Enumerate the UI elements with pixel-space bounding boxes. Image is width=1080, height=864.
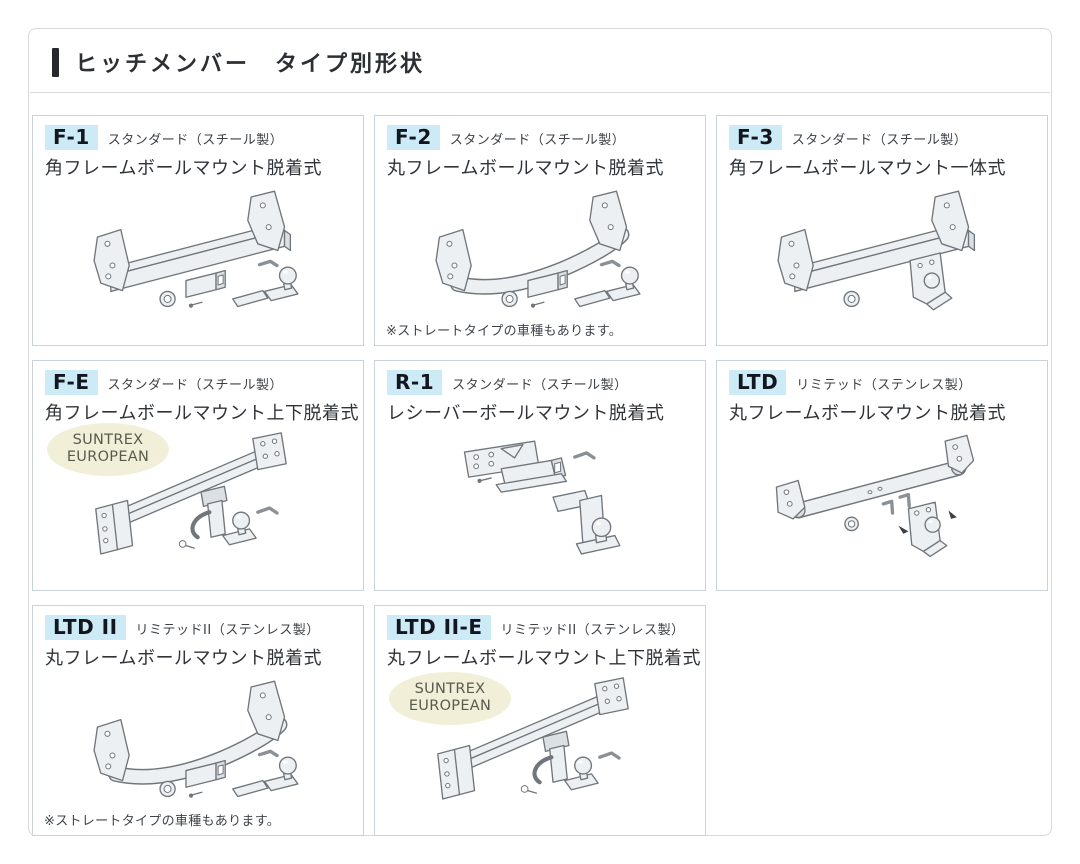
panel-header: F-2 スタンダード（スチール製） [387,125,694,150]
type-code-badge: LTD [729,370,787,395]
type-name: 丸フレームボールマウント上下脱着式 [387,648,701,669]
type-grade: スタンダード（スチール製） [452,378,628,393]
type-grade: スタンダード（スチール製） [449,133,626,148]
type-grade: リミテッドII（ステンレス製） [500,623,685,638]
type-code-badge: F-3 [729,125,782,150]
type-code-badge: F-2 [387,125,440,150]
panel-header: LTD リミテッド（ステンレス製） [729,370,1036,395]
type-name: 角フレームボールマウント一体式 [729,158,1006,179]
header-accent-bar [52,47,59,77]
receiver-ball-mount-illustration [462,439,622,556]
panel-header: F-3 スタンダード（スチール製） [729,125,1036,150]
panel-header: R-1 スタンダード（スチール製） [387,370,694,395]
type-code-badge: LTD II [45,615,126,640]
panel-r1: R-1 スタンダード（スチール製） レシーバーボールマウント脱着式 [374,360,706,591]
square-frame-detachable-illustration [45,182,352,324]
panel-f1: F-1 スタンダード（スチール製） 角フレームボールマウント脱着式 [32,115,364,346]
straight-type-note: ※ストレートタイプの車種もあります。 [386,320,622,339]
type-grade: リミテッドII（ステンレス製） [135,623,320,638]
type-grade: スタンダード（スチール製） [107,378,284,393]
round-tube-detachable-illustration [729,427,1036,569]
type-grid: F-1 スタンダード（スチール製） 角フレームボールマウント脱着式 F-2 スタ… [30,93,1050,842]
panel-header: F-E スタンダード（スチール製） [45,370,352,395]
panel-f3: F-3 スタンダード（スチール製） 角フレームボールマウント一体式 [716,115,1048,346]
page-title: ヒッチメンバー タイプ別形状 [75,52,426,77]
panel-header: LTD II リミテッドII（ステンレス製） [45,615,352,640]
type-code-badge: R-1 [387,370,443,395]
round-frame-detachable-illustration [387,182,694,324]
type-name: 角フレームボールマウント上下脱着式 [45,403,359,424]
suntrex-line2: EUROPEAN [66,449,150,466]
round-frame-detachable-illustration [45,672,352,814]
suntrex-european-badge: SUNTREX EUROPEAN [389,672,511,725]
suntrex-line1: SUNTREX [414,681,486,697]
suntrex-line1: SUNTREX [72,432,144,448]
type-grade: スタンダード（スチール製） [107,133,284,148]
panel-header: LTD II-E リミテッドII（ステンレス製） [387,615,694,640]
type-code-badge: F-E [45,370,98,395]
straight-type-note: ※ストレートタイプの車種もあります。 [44,810,280,829]
panel-header: F-1 スタンダード（スチール製） [45,125,352,150]
panel-f2: F-2 スタンダード（スチール製） 丸フレームボールマウント脱着式 ※ストレート… [374,115,706,346]
panel-ltd2e: LTD II-E リミテッドII（ステンレス製） 丸フレームボールマウント上下脱… [374,605,706,836]
type-grade: リミテッド（ステンレス製） [796,378,972,393]
type-name: レシーバーボールマウント脱着式 [387,403,665,424]
type-name: 丸フレームボールマウント脱着式 [729,403,1006,424]
square-frame-integrated-illustration [729,182,1036,324]
suntrex-european-badge: SUNTREX EUROPEAN [47,423,169,476]
panel-ltd2: LTD II リミテッドII（ステンレス製） 丸フレームボールマウント脱着式 ※… [32,605,364,836]
content-card: ヒッチメンバー タイプ別形状 F-1 スタンダード（スチール製） 角フレームボー… [28,28,1052,836]
panel-ltd: LTD リミテッド（ステンレス製） 丸フレームボールマウント脱着式 [716,360,1048,591]
type-name: 丸フレームボールマウント脱着式 [45,648,322,669]
type-name: 角フレームボールマウント脱着式 [45,158,322,179]
type-grade: スタンダード（スチール製） [791,133,968,148]
type-name: 丸フレームボールマウント脱着式 [387,158,664,179]
suntrex-line2: EUROPEAN [408,698,492,715]
type-code-badge: LTD II-E [387,615,491,640]
panel-fe: F-E スタンダード（スチール製） 角フレームボールマウント上下脱着式 SUNT… [32,360,364,591]
section-header: ヒッチメンバー タイプ別形状 [30,29,1050,93]
type-code-badge: F-1 [45,125,98,150]
